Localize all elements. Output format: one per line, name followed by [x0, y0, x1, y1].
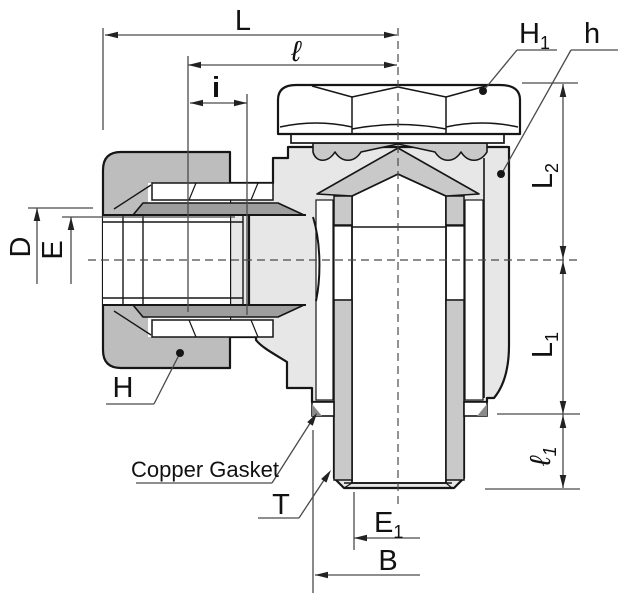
label-i: i: [212, 72, 220, 104]
side-bore-end-curve: [312, 216, 321, 302]
lock-washer-band: [312, 142, 488, 162]
stud-chamfer-left: [343, 482, 353, 489]
bore-break-left: [333, 225, 353, 301]
label-L2: L2: [527, 163, 562, 189]
ferrule-top: [132, 202, 305, 216]
vertical-bore: [351, 173, 447, 484]
label-copper-gasket: Copper Gasket: [131, 457, 279, 482]
hex-locknut-facets: [279, 85, 519, 134]
label-T: T: [272, 489, 290, 521]
label-l1: ℓ1: [525, 446, 560, 466]
tube-lines: [103, 214, 306, 306]
thread-insert-walls: [333, 195, 465, 481]
dimension-arrows: [33, 31, 567, 579]
label-B: B: [378, 545, 397, 577]
label-L1: L1: [527, 332, 562, 358]
label-ell: ℓ: [290, 36, 302, 68]
hex-locknut: [276, 83, 522, 136]
label-E: E: [37, 240, 69, 259]
dot-hex-locknut: [479, 87, 487, 95]
thread-ticks: [188, 182, 259, 338]
label-E1: E1: [374, 507, 403, 542]
thread-bands: [151, 182, 274, 338]
label-D: D: [5, 237, 37, 258]
clearance-gap-right: [464, 199, 484, 401]
nut-shoulder-bottom: [113, 310, 152, 336]
ferrule-bottom: [132, 304, 305, 318]
label-h: h: [584, 18, 600, 50]
label-H: H: [113, 372, 134, 404]
clearance-gap-left: [315, 199, 334, 401]
dot-nut: [176, 349, 184, 357]
leader-dots: [176, 87, 505, 357]
gasket-notch-left: [312, 404, 322, 416]
bore-break-right: [445, 225, 465, 301]
nut-shoulder-top: [113, 184, 152, 210]
gasket-notch-right: [477, 404, 487, 416]
dot-body-wall: [497, 170, 505, 178]
stud-chamfer-right: [445, 482, 453, 489]
label-H1: H1: [519, 18, 550, 53]
label-L: L: [235, 5, 251, 37]
